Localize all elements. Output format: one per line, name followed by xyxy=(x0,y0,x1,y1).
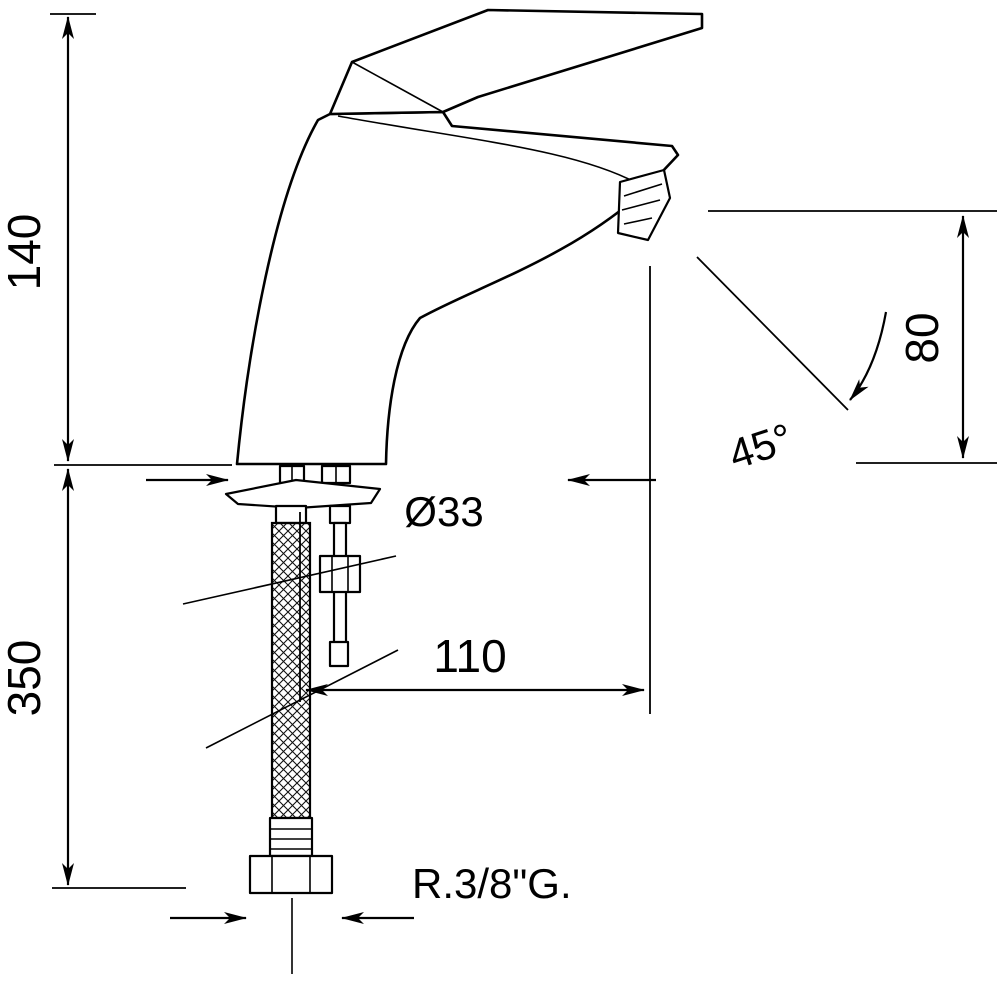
dimension-diameter-33: Ø33 xyxy=(146,474,656,535)
base-plate xyxy=(224,478,382,510)
break-line-lower xyxy=(205,649,399,749)
aerator-stripes xyxy=(621,183,663,225)
dim-label-thread: R.3/8"G. xyxy=(412,860,572,907)
rod-nut-facets xyxy=(331,556,349,592)
dimension-reach-110: 110 xyxy=(299,266,651,714)
lever-handle xyxy=(328,8,704,116)
hex-nut-facets xyxy=(271,856,311,893)
angle-reference-line xyxy=(696,256,849,411)
flexible-hose xyxy=(270,521,312,820)
dimension-height-140: 140 xyxy=(0,13,96,462)
break-line-upper xyxy=(182,555,397,605)
handle-edge-line xyxy=(351,61,444,113)
spout-inner-edge xyxy=(337,115,643,187)
under-counter-group xyxy=(182,464,399,974)
faucet-body-outline xyxy=(235,110,680,466)
dimension-hose-350: 350 xyxy=(0,468,186,889)
dim-label-350: 350 xyxy=(0,640,50,717)
dim-label-diameter: Ø33 xyxy=(404,488,483,535)
hose-collar xyxy=(274,504,308,525)
angle-arc-arrow xyxy=(849,311,888,401)
faucet-body-group xyxy=(235,8,704,466)
rod-collar xyxy=(328,504,352,525)
rod-nut xyxy=(318,554,362,594)
dim-label-140: 140 xyxy=(0,214,50,291)
dimension-thread: R.3/8"G. xyxy=(170,860,572,924)
dimension-outlet-80: 80 xyxy=(708,210,997,464)
dim-label-110: 110 xyxy=(433,630,506,682)
dim-label-80: 80 xyxy=(896,312,948,363)
hose-fitting-lines xyxy=(270,828,312,850)
dimension-angle-45: 45° xyxy=(696,256,888,478)
rod-tip xyxy=(328,640,350,668)
hex-nut xyxy=(248,854,334,895)
hose-fitting xyxy=(268,816,314,858)
dim-label-angle: 45° xyxy=(723,414,798,478)
